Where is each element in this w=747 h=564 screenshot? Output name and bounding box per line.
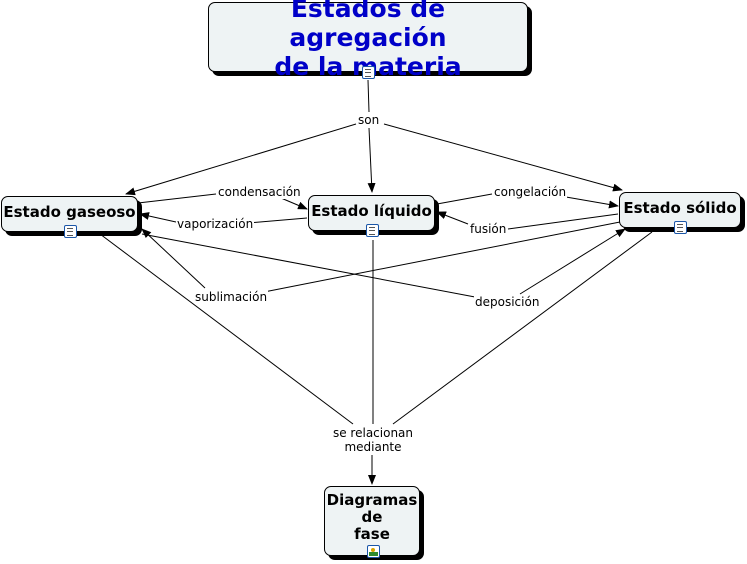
link-deposicion-solido bbox=[519, 228, 626, 295]
concept-title[interactable]: Estados de agregación de la materia bbox=[208, 0, 528, 81]
document-icon[interactable] bbox=[674, 221, 687, 234]
document-icon[interactable] bbox=[64, 225, 77, 238]
image-icon[interactable] bbox=[367, 545, 380, 558]
link-vaporizacion-gaseoso bbox=[139, 212, 177, 223]
solido-label: Estado sólido bbox=[623, 199, 737, 217]
concept-estado-gaseoso[interactable]: Estado gaseoso bbox=[1, 196, 138, 238]
link-solido-relacionan bbox=[392, 231, 653, 425]
link-label-condensacion: condensación bbox=[217, 185, 302, 199]
link-solido-sublimacion bbox=[263, 221, 621, 293]
link-fusion-liquido bbox=[436, 211, 469, 225]
diagramas-line-3: fase bbox=[354, 524, 390, 543]
link-label-sublimacion: sublimación bbox=[194, 290, 269, 304]
link-son-solido bbox=[383, 123, 623, 192]
gaseoso-label: Estado gaseoso bbox=[3, 203, 136, 221]
concept-diagramas-de-fase[interactable]: Diagramas de fase bbox=[324, 486, 420, 558]
link-gaseoso-condensacion bbox=[137, 193, 217, 204]
link-solido-fusion bbox=[507, 213, 619, 230]
diagramas-line-1: Diagramas bbox=[326, 490, 418, 509]
link-gaseoso-relacionan bbox=[99, 233, 354, 425]
relacionan-line-2: mediante bbox=[344, 440, 402, 454]
relacionan-line-1: se relacionan bbox=[332, 426, 414, 440]
link-condensacion-liquido bbox=[280, 197, 308, 210]
link-congelacion-solido bbox=[565, 196, 619, 209]
document-icon[interactable] bbox=[366, 224, 379, 237]
link-label-deposicion: deposición bbox=[474, 295, 541, 309]
link-label-se-relacionan-mediante: se relacionan mediante bbox=[331, 426, 415, 454]
diagramas-line-2: de bbox=[361, 507, 383, 526]
link-son-liquido bbox=[367, 127, 376, 193]
link-title-son bbox=[367, 79, 370, 113]
liquido-label: Estado líquido bbox=[311, 202, 432, 220]
title-line-1: Estados de agregación bbox=[289, 0, 447, 52]
link-sublimacion-gaseoso bbox=[141, 228, 206, 289]
link-label-vaporizacion: vaporización bbox=[176, 217, 255, 231]
document-icon[interactable] bbox=[362, 66, 375, 79]
link-son-gaseoso bbox=[125, 123, 357, 196]
link-gaseoso-deposicion bbox=[141, 233, 476, 298]
concept-estado-liquido[interactable]: Estado líquido bbox=[308, 195, 435, 237]
link-label-fusion: fusión bbox=[469, 222, 508, 236]
concept-estado-solido[interactable]: Estado sólido bbox=[619, 192, 741, 234]
link-liquido-vaporizacion bbox=[247, 217, 308, 224]
link-label-son: son bbox=[357, 113, 381, 127]
link-label-congelacion: congelación bbox=[493, 185, 568, 199]
link-liquido-congelacion bbox=[436, 193, 493, 205]
